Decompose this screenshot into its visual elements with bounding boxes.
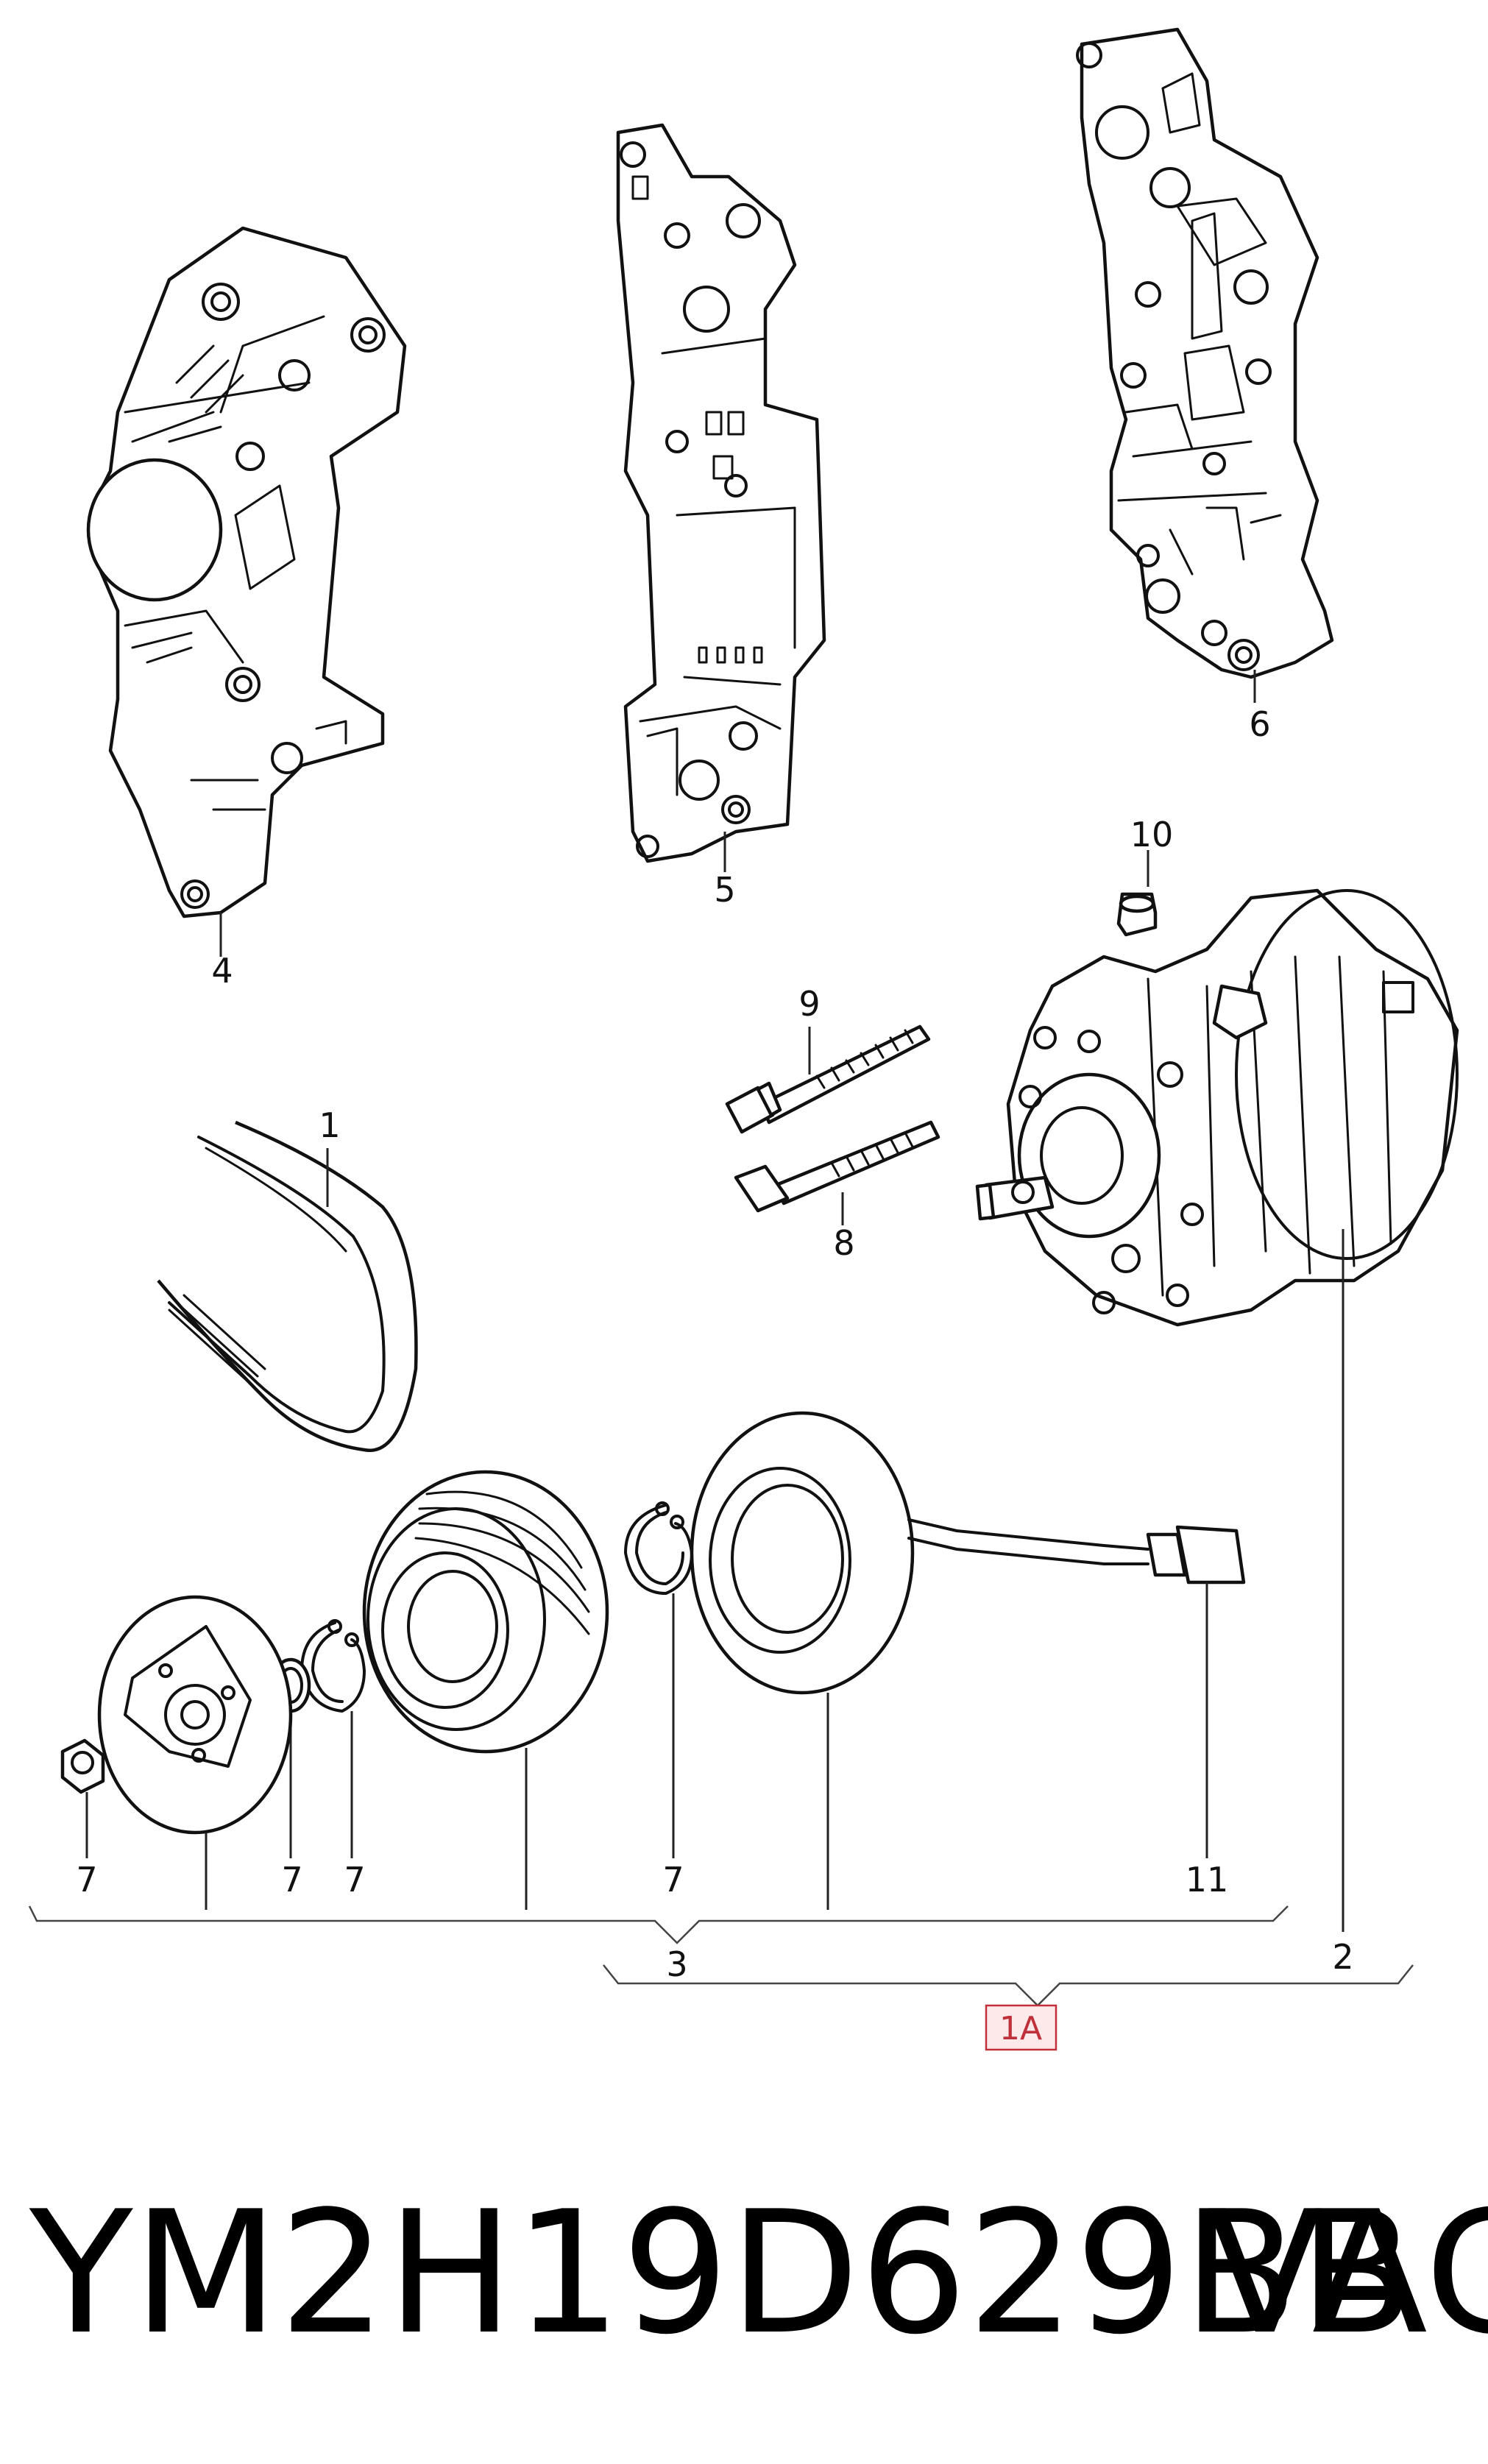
- callout-11: 11: [1186, 1860, 1229, 1900]
- clutch-plate: [97, 1595, 293, 1910]
- callout-2: 2: [1332, 1937, 1353, 1977]
- assembly-braces: [28, 1905, 1414, 2007]
- snap-ring-7-center: [300, 1619, 366, 1858]
- bolt-part-10: [1116, 850, 1158, 937]
- callout-4: 4: [211, 951, 233, 991]
- coil-part-11: [690, 1411, 1246, 1910]
- belt-part-1: [157, 1120, 418, 1453]
- callout-7-shim: 7: [281, 1860, 302, 1900]
- callout-7-nut: 7: [76, 1860, 97, 1900]
- bracket-part-4: [86, 226, 407, 957]
- brace-3: [28, 1905, 1289, 1944]
- callout-7-ring: 7: [344, 1860, 365, 1900]
- callout-8: 8: [833, 1223, 854, 1263]
- callout-7-ring-right: 7: [662, 1860, 684, 1900]
- callout-10: 10: [1130, 815, 1174, 854]
- bolt-part-9: [725, 1024, 931, 1134]
- callout-6: 6: [1249, 704, 1270, 744]
- catalog-caption: YM2H19D629BB VAG: [29, 2176, 1488, 2372]
- compressor-part-2: [975, 888, 1459, 1932]
- pulley: [362, 1470, 609, 1910]
- callout-5: 5: [714, 870, 735, 910]
- callout-9: 9: [798, 984, 820, 1024]
- brace-1a: [603, 1964, 1414, 2007]
- reference-label: 1A: [999, 2010, 1042, 2047]
- brand-name: VAG: [1207, 2176, 1488, 2372]
- bracket-part-5: [616, 123, 826, 872]
- callout-1: 1: [319, 1105, 340, 1145]
- reference-box-1a: 1A: [985, 2004, 1057, 2051]
- nut-7: [60, 1738, 105, 1858]
- bolt-part-8: [734, 1120, 940, 1225]
- callout-3: 3: [666, 1944, 687, 1984]
- callout-labels: 1 2 3 4 5 6 7 7 7 7 8 9 10 11: [76, 704, 1353, 1984]
- part-number: YM2H19D629BB: [29, 2176, 1415, 2372]
- bracket-part-6: [1076, 27, 1334, 703]
- snap-ring-7-right: [624, 1501, 693, 1858]
